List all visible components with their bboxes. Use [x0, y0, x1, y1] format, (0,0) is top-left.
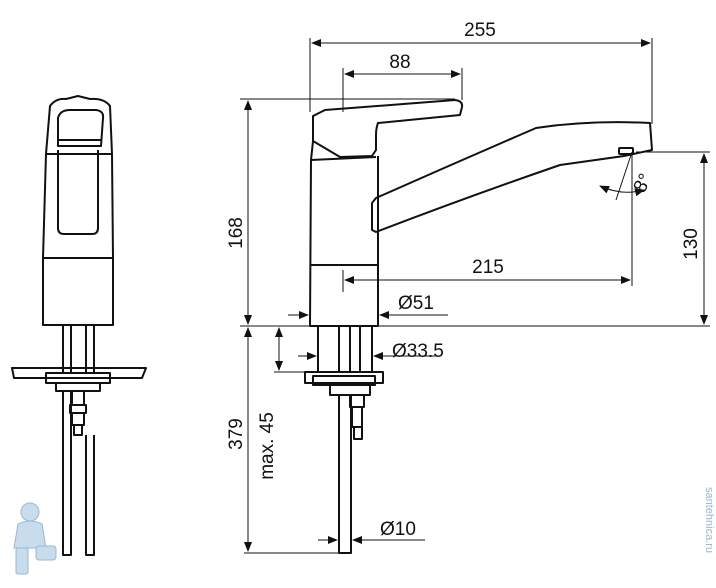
watermark-text: santehnica.ru: [703, 487, 715, 553]
front-view-base-plate: [304, 371, 384, 384]
dim-label-d33: Ø33.5: [392, 341, 444, 362]
dim-label-max45: max. 45: [257, 412, 278, 480]
dimension-lines: [240, 38, 710, 554]
side-view-base-plate: [11, 367, 147, 379]
dim-label-88: 88: [389, 52, 410, 73]
dim-label-d51: Ø51: [398, 293, 434, 314]
front-view-hose: [338, 395, 352, 554]
dimension-labels: 255 88 215 168 130 379 max. 45 Ø51 Ø33.5…: [226, 20, 702, 540]
dim-label-168: 168: [226, 217, 247, 249]
plumber-logo: [13, 502, 57, 575]
lever-handle: [312, 99, 464, 158]
side-view-hose-right: [85, 435, 95, 556]
side-view-hose-left: [62, 390, 72, 556]
side-view-handle: [45, 95, 113, 155]
faucet-body: [309, 140, 379, 327]
side-view: [11, 95, 147, 556]
dim-label-255: 255: [464, 20, 496, 41]
dim-label-angle: 8°: [630, 170, 657, 196]
dim-label-130: 130: [681, 228, 702, 260]
dim-arc-8deg: [599, 185, 645, 197]
spout: [371, 121, 653, 233]
side-view-body: [42, 153, 114, 326]
dim-label-379: 379: [226, 418, 247, 450]
dim-label-215: 215: [472, 257, 504, 278]
dim-label-d10: Ø10: [380, 519, 416, 540]
watermark: santehnica.ru: [13, 487, 715, 575]
